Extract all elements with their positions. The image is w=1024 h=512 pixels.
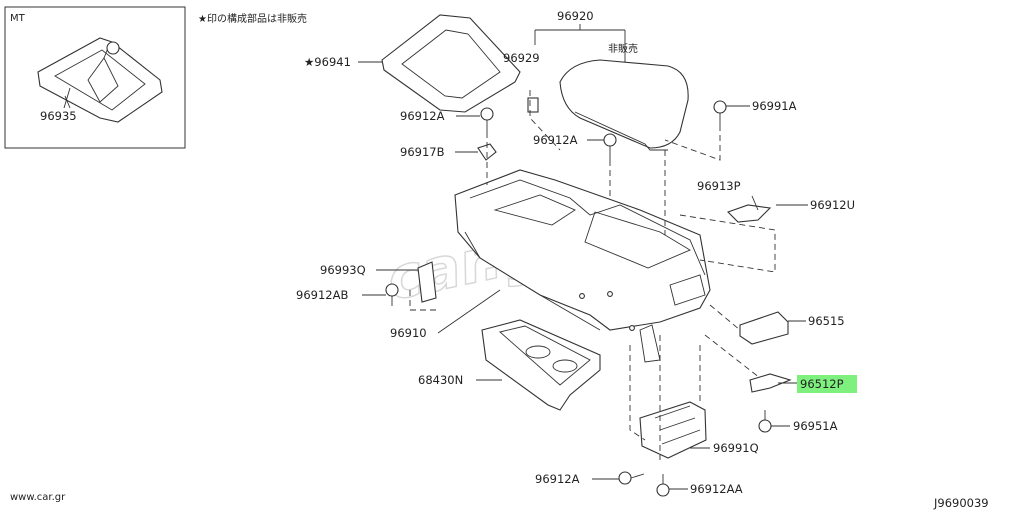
inset-label: MT (10, 13, 26, 24)
inset-part-label: 96935 (40, 109, 77, 123)
cup-holder-drawing (481, 319, 601, 411)
part-label-96917B[interactable]: 96917B (400, 145, 445, 159)
part-label-96912A-2[interactable]: 96912A (533, 133, 578, 147)
leader-line (64, 95, 71, 109)
spring-96512P-drawing (749, 373, 792, 393)
note-text: ★印の構成部品は非販売 (198, 12, 307, 25)
screw-96991A-icon (713, 100, 727, 125)
leader-96920 (534, 24, 626, 62)
switch-96515-drawing (739, 311, 789, 345)
assembly-line (629, 345, 646, 441)
assembly-line (409, 290, 440, 311)
part-label-96512P[interactable]: 96512P (800, 377, 844, 391)
part-label-96912A-3[interactable]: 96912A (535, 472, 580, 486)
bracket-96993Q-drawing (417, 261, 437, 303)
part-label-96515[interactable]: 96515 (808, 314, 845, 328)
assembly-line (664, 125, 721, 161)
diagram-code: J9690039 (933, 496, 989, 510)
part-label-96910[interactable]: 96910 (390, 326, 427, 340)
part-label-96951A[interactable]: 96951A (793, 419, 838, 433)
part-label-96991A[interactable]: 96991A (752, 99, 797, 113)
screw-96912AB-icon (385, 283, 399, 306)
screw-96912A-3-icon (618, 471, 645, 485)
highlight-marker (797, 375, 857, 393)
part-label-96941[interactable]: ★96941 (304, 55, 351, 69)
console-body-drawing (454, 169, 711, 363)
screw-96912AA-icon (656, 474, 670, 497)
part-label-96991Q[interactable]: 96991Q (713, 441, 759, 455)
footer-site-text: www.car.gr (10, 492, 66, 503)
part-label-96912A-1[interactable]: 96912A (400, 109, 445, 123)
screw-96912A-1-icon (480, 107, 494, 132)
leader-line (751, 195, 759, 211)
shift-plate-drawing (381, 14, 521, 113)
part-label-96993Q[interactable]: 96993Q (320, 263, 366, 277)
part-label-96912AB[interactable]: 96912AB (296, 288, 348, 302)
clip-96913P-drawing (726, 204, 772, 223)
clip-96929-icon (527, 97, 539, 113)
part-label-96929[interactable]: 96929 (503, 51, 540, 65)
part-label-68430N[interactable]: 68430N (418, 373, 463, 387)
screw-96912A-2-icon (603, 133, 617, 160)
armrest-lid-drawing (559, 59, 689, 151)
leader-line (437, 289, 501, 334)
bracket-96991Q-drawing (639, 401, 707, 459)
part-label-96920[interactable]: 96920 (557, 9, 594, 23)
part-label-96912U[interactable]: 96912U (810, 198, 855, 212)
not-sold-label: 非販売 (608, 42, 638, 55)
part-label-96912AA[interactable]: 96912AA (690, 482, 743, 496)
shift-boot-drawing (37, 37, 163, 123)
screw-96951A-icon (758, 410, 772, 433)
assembly-line (704, 334, 761, 379)
assembly-line (709, 304, 741, 331)
part-label-96913P[interactable]: 96913P (697, 179, 741, 193)
